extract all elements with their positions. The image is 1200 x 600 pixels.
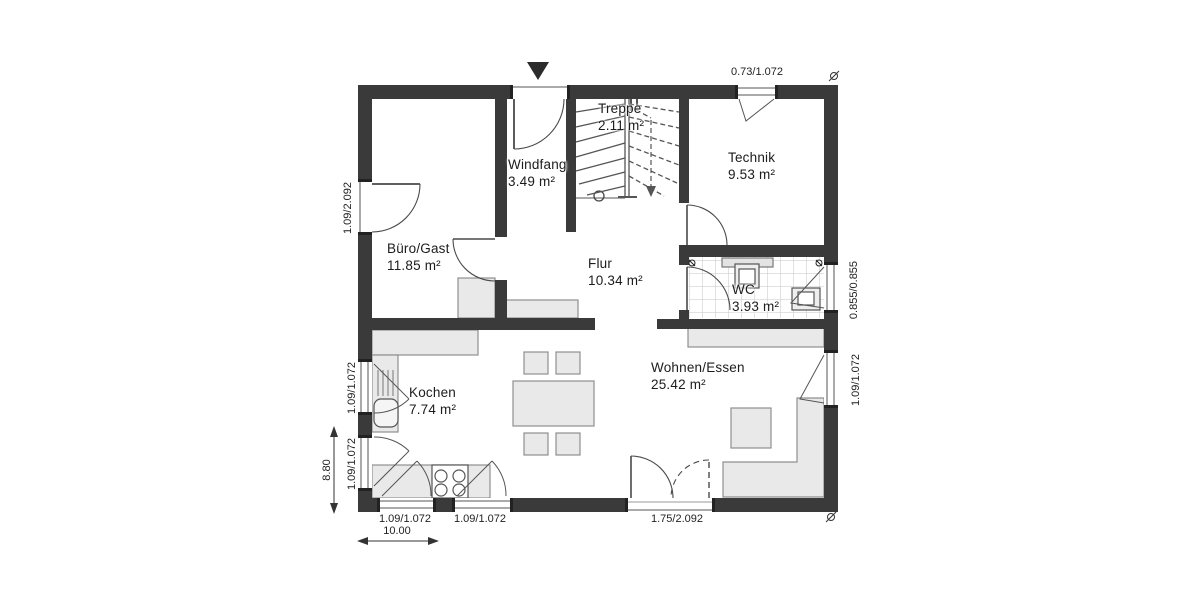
entrance-door <box>510 85 570 150</box>
room-name: Windfang <box>508 157 567 172</box>
window-bottom-left <box>377 460 436 512</box>
dim-label-total-width: 10.00 <box>383 525 411 537</box>
wc-corner-symbols <box>688 259 823 267</box>
room-label-buero-gast: Büro/Gast 11.85 m² <box>387 240 450 274</box>
door-office <box>452 238 496 282</box>
openings <box>358 85 838 512</box>
room-area: 7.74 m² <box>409 402 457 417</box>
room-name: Technik <box>728 150 776 165</box>
entrance-arrow-icon <box>527 62 549 80</box>
chair <box>523 351 549 375</box>
dining-table <box>512 380 595 427</box>
chair <box>555 432 581 456</box>
chair <box>523 432 549 456</box>
room-label-treppe: Treppe 2.11 m² <box>598 100 644 134</box>
chair <box>555 351 581 375</box>
room-area: 3.49 m² <box>508 174 556 189</box>
room-area: 25.42 m² <box>651 377 706 392</box>
room-label-technik: Technik 9.53 m² <box>728 149 775 183</box>
room-name: Flur <box>588 256 613 271</box>
wall-stairs-technik <box>679 99 689 203</box>
window-right-living <box>799 350 838 408</box>
wc-toilet-seat <box>797 291 815 306</box>
staircase <box>575 99 680 202</box>
room-name: Kochen <box>409 385 456 400</box>
room-label-windfang: Windfang 3.49 m² <box>508 156 567 190</box>
dim-label-left-door: 1.09/2.092 <box>342 182 354 234</box>
window-left-upper <box>358 359 410 415</box>
walls <box>358 85 838 512</box>
window-top-technik <box>735 85 778 122</box>
dim-label-bottom-window-left: 1.09/1.072 <box>379 513 431 525</box>
dimension-arrows <box>330 426 439 545</box>
window-left-lower <box>358 435 410 491</box>
stair-walk-line <box>628 105 652 188</box>
wall-windfang-stairs <box>566 99 576 232</box>
wc-sink-basin <box>738 268 756 285</box>
dim-label-top-window: 0.73/1.072 <box>731 66 783 78</box>
french-door-left <box>358 179 421 235</box>
room-area: 9.53 m² <box>728 167 776 182</box>
wall-technik-wc <box>679 245 824 257</box>
dim-label-bottom-window-right: 1.09/1.072 <box>454 513 506 525</box>
dim-label-right-window-wc: 0.855/0.855 <box>848 260 860 320</box>
wall-hall-living <box>358 318 595 330</box>
dim-label-left-window-lower: 1.09/1.072 <box>346 438 358 490</box>
stove-burner <box>452 469 466 483</box>
room-area: 2.11 m² <box>598 118 645 133</box>
stair-treads-lower <box>575 103 626 196</box>
downpipe-icon-top <box>828 70 840 82</box>
stove-burner <box>452 483 466 497</box>
room-name: WC <box>732 282 755 297</box>
room-area: 3.93 m² <box>732 299 780 314</box>
dim-label-right-window-living: 1.09/1.072 <box>850 354 862 406</box>
dim-label-terrace-door: 1.75/2.092 <box>651 513 703 525</box>
room-area: 11.85 m² <box>387 258 441 273</box>
terrace-door <box>625 455 715 512</box>
window-bottom-right <box>452 460 513 512</box>
kitchen-counter-top <box>371 329 479 356</box>
stove-burner <box>434 469 448 483</box>
room-label-wohnen-essen: Wohnen/Essen 25.42 m² <box>651 359 745 393</box>
door-technik <box>686 204 728 246</box>
room-name: Büro/Gast <box>387 241 450 256</box>
dim-label-total-height: 8.80 <box>321 459 333 481</box>
living-sideboard <box>687 327 825 348</box>
room-label-wc: WC 3.93 m² <box>732 281 779 315</box>
room-area: 10.34 m² <box>588 273 643 288</box>
stove-burner <box>434 483 448 497</box>
stair-direction-arrow <box>646 186 656 197</box>
wall-office-hall <box>495 99 507 237</box>
downpipe-icon-bottom <box>825 511 837 523</box>
window-right-wc <box>789 262 838 313</box>
office-wardrobe <box>457 277 496 319</box>
room-label-flur: Flur 10.34 m² <box>588 255 643 289</box>
coffee-table <box>730 407 772 449</box>
hall-sideboard <box>504 299 579 319</box>
dim-label-left-window-upper: 1.09/1.072 <box>346 362 358 414</box>
door-wc <box>686 266 731 311</box>
room-name: Wohnen/Essen <box>651 360 745 375</box>
room-name: Treppe <box>598 101 642 116</box>
room-label-kochen: Kochen 7.74 m² <box>409 384 456 418</box>
